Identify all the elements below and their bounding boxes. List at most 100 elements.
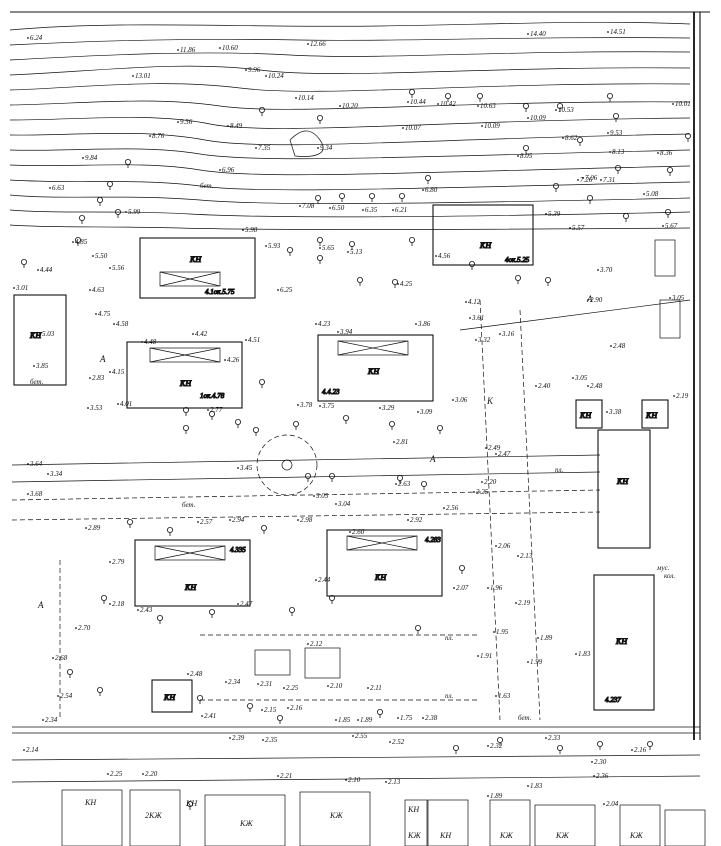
tree-icon: [276, 715, 283, 724]
spot-height: 6.96: [222, 166, 235, 174]
spot-height-dot: [125, 211, 127, 213]
spot-height-dot: [517, 555, 519, 557]
building-sub: 1ок.4.78: [200, 392, 225, 400]
spot-height: 2.25: [286, 684, 299, 692]
spot-height: 4.51: [248, 336, 260, 344]
spot-height-dot: [307, 43, 309, 45]
spot-height-dot: [527, 661, 529, 663]
building-7: КН 4.283: [326, 529, 443, 597]
spot-height: 1.75: [400, 714, 413, 722]
spot-height-dot: [307, 643, 309, 645]
tree-icon: [316, 115, 323, 124]
building-2: КН 4ок.5.25: [432, 204, 534, 266]
spot-height: 3.06: [454, 396, 468, 404]
spot-height-dot: [277, 289, 279, 291]
spot-height-dot: [149, 135, 151, 137]
spot-height-dot: [453, 587, 455, 589]
tree-icon: [127, 519, 134, 528]
tree-icon: [557, 103, 564, 112]
tree-icon: [613, 113, 620, 122]
spot-height-dot: [389, 741, 391, 743]
spot-height: 4.48: [144, 338, 157, 346]
tree-icon: [424, 174, 431, 184]
spot-height-dot: [443, 507, 445, 509]
tree-icon: [75, 236, 82, 246]
tree-icon: [408, 89, 415, 98]
spot-height-dot: [477, 655, 479, 657]
svg-text:КН: КН: [84, 798, 97, 807]
svg-text:А: А: [429, 454, 436, 464]
spot-height-dot: [487, 795, 489, 797]
spot-height-dot: [392, 209, 394, 211]
building-sub: 4.4.23: [322, 388, 340, 396]
spot-height-dot: [562, 137, 564, 139]
spot-height-dot: [495, 545, 497, 547]
tree-icon: [328, 595, 335, 604]
spot-height: 10.60: [222, 44, 238, 52]
tree-icon: [515, 274, 522, 284]
tree-icon: [67, 669, 74, 678]
spot-height-dot: [141, 341, 143, 343]
spot-height: 3.85: [35, 362, 49, 370]
spot-height: 3.34: [49, 470, 63, 478]
frame: [10, 11, 710, 740]
buildings: КН 4.1ок.5.75 КН 4ок.5.25 КН 1ок.4.78 КН…: [13, 204, 681, 713]
spot-height: 2.07: [456, 584, 469, 592]
spot-height: 2.48: [590, 382, 603, 390]
tree-icon: [288, 607, 295, 616]
spot-height: 1.83: [578, 650, 591, 658]
svg-text:бет.: бет.: [30, 378, 44, 386]
spot-height: 2.25: [476, 488, 489, 496]
spot-height-dot: [87, 407, 89, 409]
spot-height: 2.40: [538, 382, 551, 390]
spot-height-dot: [597, 269, 599, 271]
spot-height: 3.94: [339, 328, 353, 336]
spot-height: 3.53: [89, 404, 103, 412]
spot-height: 3.70: [599, 266, 613, 274]
tree-icon: [420, 480, 427, 490]
building-label: КН: [29, 331, 42, 340]
svg-text:КН: КН: [439, 831, 452, 840]
spot-height-dot: [237, 467, 239, 469]
spot-height-dot: [109, 371, 111, 373]
spot-height-dot: [42, 719, 44, 721]
spot-height-dot: [283, 687, 285, 689]
spot-height-dot: [109, 267, 111, 269]
spot-height-dot: [225, 681, 227, 683]
svg-text:пл.: пл.: [445, 692, 454, 700]
spot-height-dot: [207, 409, 209, 411]
tree-icon: [356, 276, 363, 286]
spot-height-dot: [393, 441, 395, 443]
spot-height: 2.94: [232, 516, 245, 524]
spot-height-dot: [224, 359, 226, 361]
spot-height: 8.36: [660, 149, 673, 157]
spot-height: 2.34: [45, 716, 58, 724]
spot-height: 1.63: [498, 692, 511, 700]
bottom-labels: КН 2КЖ КН КЖ КЖ КН КЖ КН КЖ КЖ КЖ: [84, 798, 643, 840]
building-sub: 4.335: [230, 546, 246, 554]
spot-height: 10.07: [405, 124, 421, 132]
spot-height-dot: [673, 395, 675, 397]
tree-icon: [458, 565, 465, 574]
spot-height: 2.21: [280, 772, 292, 780]
spot-height-dot: [367, 687, 369, 689]
spot-height: 9.56: [180, 118, 193, 126]
tree-icon: [414, 625, 421, 634]
spot-height: 2.04: [606, 800, 619, 808]
spot-height: 2.83: [92, 374, 105, 382]
building-12: КН: [151, 679, 193, 713]
spot-height: 2.16: [634, 746, 647, 754]
spot-height: 2.63: [398, 480, 411, 488]
building-label: КН: [189, 255, 202, 264]
spot-height-dot: [422, 189, 424, 191]
spot-height-dot: [27, 493, 29, 495]
tree-icon: [348, 240, 355, 250]
spot-height: 2.16: [290, 704, 303, 712]
spot-height-dot: [27, 37, 29, 39]
spot-height: 2.55: [355, 732, 368, 740]
spot-height: 2.90: [590, 296, 603, 304]
spot-height-dot: [319, 247, 321, 249]
building-label: КН: [184, 583, 197, 592]
spot-height: 10.44: [410, 98, 426, 106]
spot-height: 2.10: [348, 776, 361, 784]
